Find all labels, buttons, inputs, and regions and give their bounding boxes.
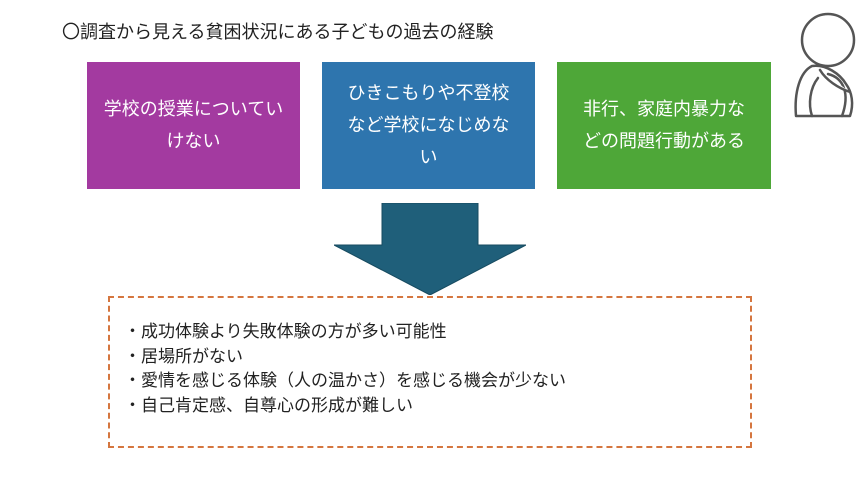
experience-box-problem-behavior: 非行、家庭内暴力な どの問題行動がある [557,62,771,189]
box-line: けない [166,130,221,152]
result-item: 成功体験より失敗体験の方が多い可能性 [124,320,750,345]
box-line: どの問題行動がある [583,130,745,152]
results-box: 成功体験より失敗体験の方が多い可能性 居場所がない 愛情を感じる体験（人の温かさ… [108,296,752,448]
experience-box-academic: 学校の授業についてい けない [87,62,300,189]
down-arrow-icon [334,203,526,295]
box-line: い [419,146,438,168]
result-item: 自己肯定感、自尊心の形成が難しい [124,394,750,419]
result-item: 居場所がない [124,345,750,370]
slide-title: 〇調査から見える貧困状況にある子どもの過去の経験 [62,22,494,43]
experience-box-school-refusal: ひきこもりや不登校 など学校になじめな い [322,62,535,189]
box-line: など学校になじめな [347,114,510,136]
box-line: 学校の授業についてい [103,98,284,120]
sitting-child-icon [794,12,856,118]
result-item: 愛情を感じる体験（人の温かさ）を感じる機会が少ない [124,369,750,394]
results-list: 成功体験より失敗体験の方が多い可能性 居場所がない 愛情を感じる体験（人の温かさ… [124,320,750,418]
box-line: 非行、家庭内暴力な [583,98,745,120]
box-line: ひきこもりや不登校 [347,82,510,104]
